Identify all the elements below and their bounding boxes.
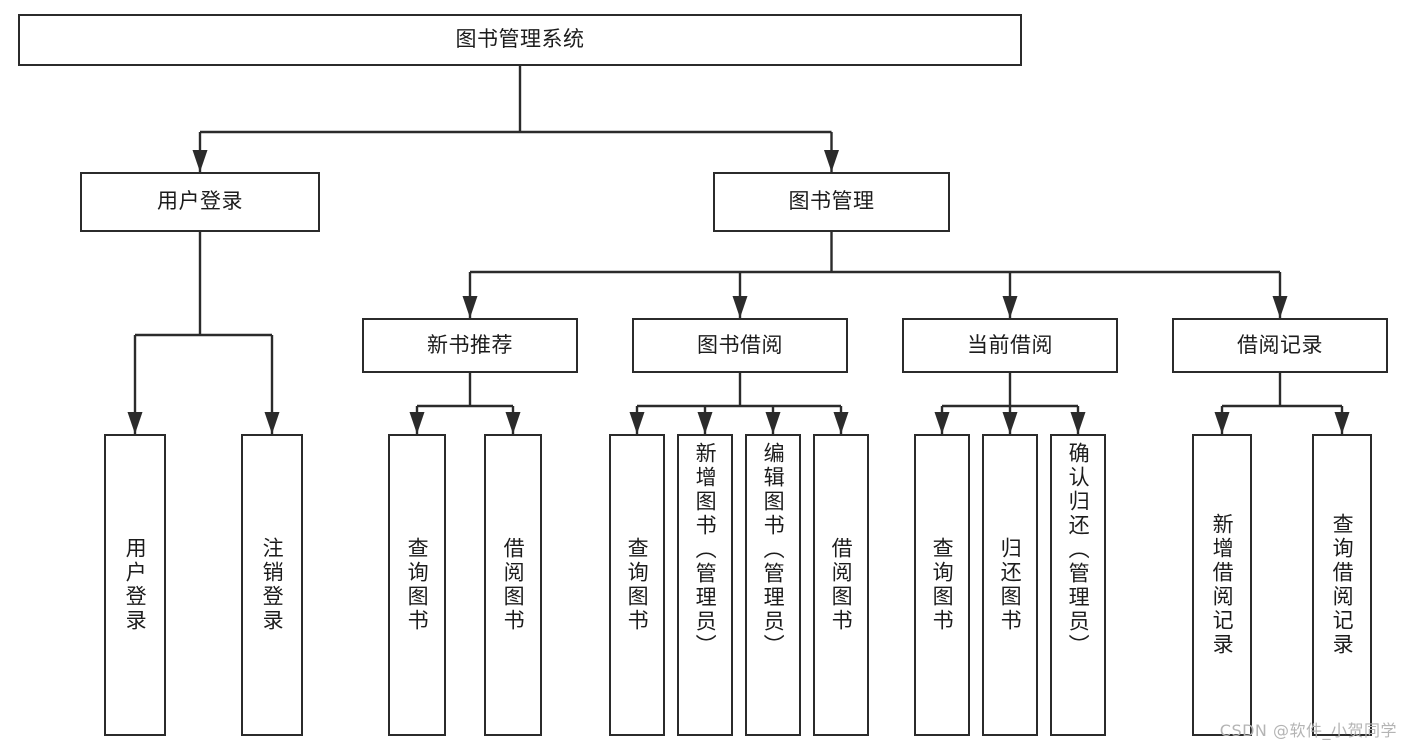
node-label: 借阅记录 [1237,332,1323,357]
arrow-head-book-borrow [732,296,748,318]
node-label: 查询借阅记录 [1330,513,1355,657]
node-label: 图书管理系统 [455,27,585,52]
arrow-head-leaf-confirm-return [1070,412,1086,434]
arrow-head-new-book-rec [462,296,478,318]
node-label: 编辑图书（管理员） [761,442,786,658]
arrow-head-current-borrow [1002,296,1018,318]
node-label: 当前借阅 [967,332,1053,357]
arrow-head-borrow-record [1272,296,1288,318]
node-label: 借阅图书 [829,537,854,633]
node-label: 用户登录 [157,189,243,214]
arrow-head-leaf-logout [264,412,280,434]
arrow-head-leaf-user-login [127,412,143,434]
node-leaf-logout[interactable]: 注销登录 [241,434,303,736]
arrow-head-leaf-query-record [1334,412,1350,434]
arrow-head-leaf-query-book-rec [409,412,425,434]
arrow-head-leaf-edit-book [765,412,781,434]
node-book-manage[interactable]: 图书管理 [713,172,950,232]
node-root[interactable]: 图书管理系统 [18,14,1022,66]
arrow-head-leaf-add-record [1214,412,1230,434]
node-leaf-query-record[interactable]: 查询借阅记录 [1312,434,1372,736]
node-leaf-query-book-cur[interactable]: 查询图书 [914,434,970,736]
node-leaf-edit-book[interactable]: 编辑图书（管理员） [745,434,801,736]
node-leaf-return-book[interactable]: 归还图书 [982,434,1038,736]
arrow-head-user-login [192,150,208,172]
node-leaf-add-record[interactable]: 新增借阅记录 [1192,434,1252,736]
node-leaf-add-book[interactable]: 新增图书（管理员） [677,434,733,736]
node-leaf-user-login[interactable]: 用户登录 [104,434,166,736]
node-label: 图书借阅 [697,332,783,357]
arrow-head-leaf-borrow-book [833,412,849,434]
node-new-book-rec[interactable]: 新书推荐 [362,318,578,373]
node-current-borrow[interactable]: 当前借阅 [902,318,1118,373]
arrow-head-leaf-borrow-book-rec [505,412,521,434]
node-leaf-query-book-rec[interactable]: 查询图书 [388,434,446,736]
node-leaf-query-book-borrow[interactable]: 查询图书 [609,434,665,736]
node-leaf-borrow-book-rec[interactable]: 借阅图书 [484,434,542,736]
node-label: 注销登录 [260,537,285,633]
arrow-head-leaf-query-book-borrow [629,412,645,434]
node-label: 新书推荐 [427,332,513,357]
node-label: 归还图书 [998,537,1023,633]
arrow-head-leaf-query-book-cur [934,412,950,434]
node-leaf-borrow-book[interactable]: 借阅图书 [813,434,869,736]
node-label: 查询图书 [405,537,430,633]
node-label: 用户登录 [123,537,148,633]
node-label: 借阅图书 [501,537,526,633]
arrow-head-leaf-add-book [697,412,713,434]
node-label: 新增借阅记录 [1210,513,1235,657]
arrow-head-leaf-return-book [1002,412,1018,434]
node-borrow-record[interactable]: 借阅记录 [1172,318,1388,373]
node-leaf-confirm-return[interactable]: 确认归还（管理员） [1050,434,1106,736]
node-user-login[interactable]: 用户登录 [80,172,320,232]
watermark-label: CSDN @软件_小贺同学 [1219,721,1397,740]
node-book-borrow[interactable]: 图书借阅 [632,318,848,373]
node-label: 确认归还（管理员） [1066,442,1091,658]
node-label: 查询图书 [625,537,650,633]
arrow-head-book-manage [824,150,839,172]
node-label: 查询图书 [930,537,955,633]
node-label: 图书管理 [788,189,875,214]
node-label: 新增图书（管理员） [693,442,718,658]
